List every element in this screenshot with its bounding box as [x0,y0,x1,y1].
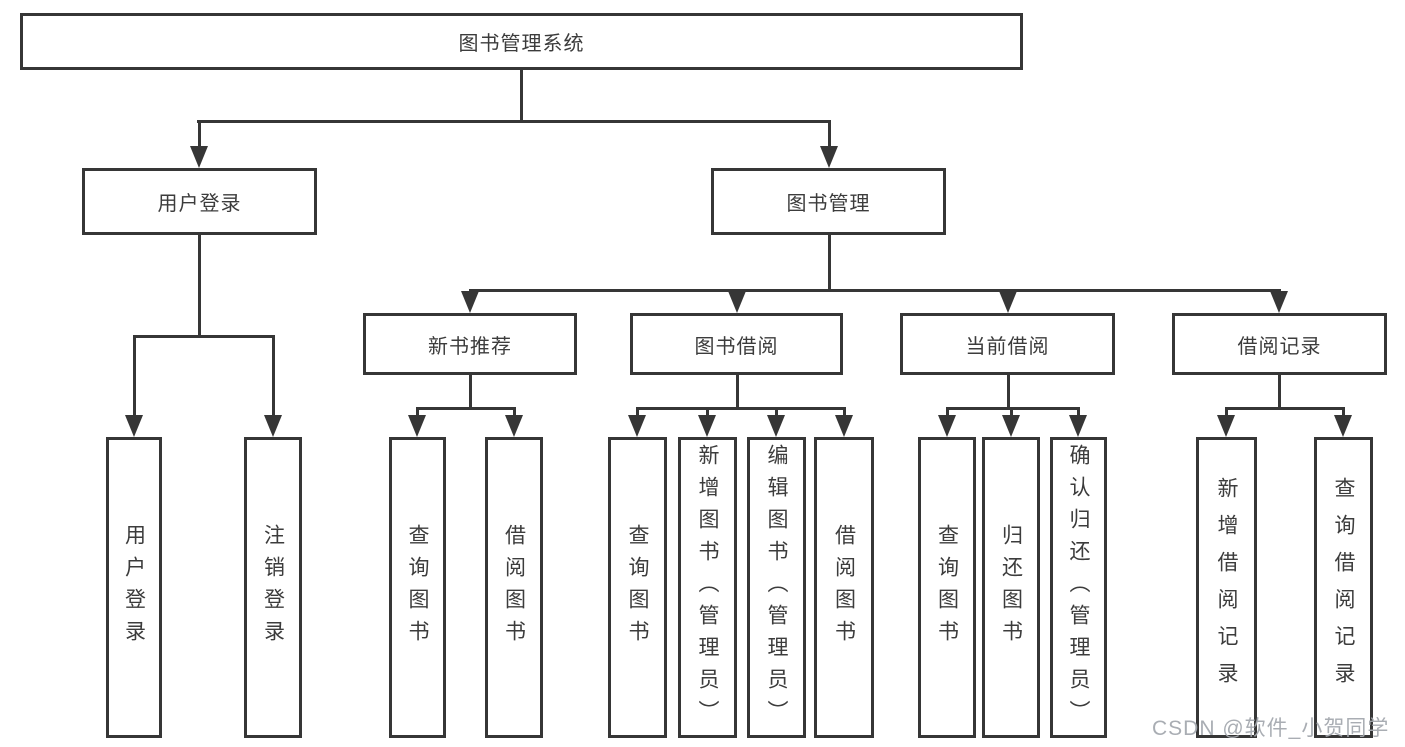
arrow-down-icon [1217,415,1235,437]
connector-line [1007,375,1010,407]
arrow-down-icon [820,146,838,168]
connector-line [469,375,472,407]
connector-line [1010,407,1013,419]
connector-line [198,235,201,335]
arrow-down-icon [190,146,208,168]
leaf-edit-books-admin: 编辑图书（管理员） [747,437,806,738]
arrow-down-icon [1334,415,1352,437]
node-current-borrowing: 当前借阅 [900,313,1115,375]
leaf-query-books-borrowing: 查询图书 [608,437,667,738]
leaf-query-borrow-record: 查询借阅记录 [1314,437,1373,738]
connector-line [775,407,778,419]
arrow-down-icon [264,415,282,437]
arrow-down-icon [408,415,426,437]
connector-line [198,120,201,152]
leaf-confirm-return-admin: 确认归还（管理员） [1050,437,1107,738]
leaf-user-login: 用户登录 [106,437,162,738]
arrow-down-icon [628,415,646,437]
connector-line [520,70,523,122]
connector-line [706,407,709,419]
leaf-add-borrow-record: 新增借阅记录 [1196,437,1257,738]
arrow-down-icon [999,291,1017,313]
connector-line [636,407,639,419]
connector-line [133,335,136,421]
arrow-down-icon [505,415,523,437]
arrow-down-icon [767,415,785,437]
node-root: 图书管理系统 [20,13,1023,70]
connector-line [469,289,1281,292]
arrow-down-icon [125,415,143,437]
connector-line [1225,407,1228,419]
leaf-query-books-recommend: 查询图书 [389,437,446,738]
connector-line [1342,407,1345,419]
node-book-borrowing: 图书借阅 [630,313,843,375]
leaf-borrow-books: 借阅图书 [814,437,874,738]
leaf-add-books-admin: 新增图书（管理员） [678,437,737,738]
connector-line [1077,407,1080,419]
leaf-logout: 注销登录 [244,437,302,738]
arrow-down-icon [728,291,746,313]
connector-line [1225,407,1345,410]
arrow-down-icon [938,415,956,437]
node-book-management: 图书管理 [711,168,946,235]
connector-line [416,407,419,419]
connector-line [133,335,275,338]
connector-line [416,407,516,410]
arrow-down-icon [461,291,479,313]
arrow-down-icon [698,415,716,437]
leaf-return-books: 归还图书 [982,437,1040,738]
arrow-down-icon [1002,415,1020,437]
arrow-down-icon [1069,415,1087,437]
connector-line [636,407,846,410]
node-user-login: 用户登录 [82,168,317,235]
connector-line [736,375,739,407]
leaf-query-books-current: 查询图书 [918,437,976,738]
node-borrowing-records: 借阅记录 [1172,313,1387,375]
connector-line [197,120,831,123]
connector-line [828,235,831,289]
connector-line [946,407,949,419]
node-new-book-recommendation: 新书推荐 [363,313,577,375]
connector-line [1278,375,1281,407]
connector-line [946,407,1080,410]
connector-line [272,335,275,421]
connector-line [828,120,831,152]
arrow-down-icon [835,415,853,437]
leaf-borrow-books-recommend: 借阅图书 [485,437,543,738]
arrow-down-icon [1270,291,1288,313]
connector-line [513,407,516,419]
connector-line [843,407,846,419]
watermark: CSDN @软件_小贺同学 [1152,717,1390,740]
